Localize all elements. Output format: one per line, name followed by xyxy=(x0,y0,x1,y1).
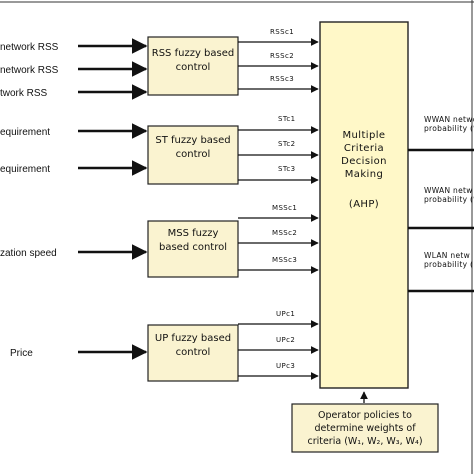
output-wwan-1-line1: WWAN network xyxy=(424,115,474,124)
signal-upc1: UPc1 xyxy=(276,310,295,318)
input-up: Price xyxy=(10,348,33,359)
block-ahp xyxy=(319,21,409,389)
input-rss-3: twork RSS xyxy=(0,88,48,99)
operator-line1: Operator policies to xyxy=(318,410,412,421)
input-mss: zation speed xyxy=(0,248,57,259)
ahp-line3: Decision xyxy=(341,156,387,167)
signal-rssc3: RSSc3 xyxy=(270,75,294,83)
block-mss xyxy=(147,220,239,278)
block-operator xyxy=(291,403,439,453)
input-st-1: equirement xyxy=(0,127,50,138)
block-st xyxy=(147,125,239,185)
ahp-line4: Making xyxy=(345,169,383,180)
signal-mssc1: MSSc1 xyxy=(272,204,297,212)
ahp-label: (AHP) xyxy=(349,199,379,210)
signal-mssc2: MSSc2 xyxy=(272,229,297,237)
output-wwan-1-line2: probability (%) xyxy=(424,124,474,133)
signal-rssc2: RSSc2 xyxy=(270,52,294,60)
block-rss-line2: control xyxy=(176,62,211,73)
signal-rssc1: RSSc1 xyxy=(270,28,294,36)
block-rss-line1: RSS fuzzy based xyxy=(152,48,234,59)
signal-mssc3: MSSc3 xyxy=(272,256,297,264)
operator-line3: criteria (W₁, W₂, W₃, W₄) xyxy=(307,436,422,447)
block-up-line2: control xyxy=(176,347,211,358)
signal-upc3: UPc3 xyxy=(276,362,295,370)
operator-line2: determine weights of xyxy=(314,423,416,434)
input-rss-1: network RSS xyxy=(0,42,59,53)
block-st-line1: ST fuzzy based xyxy=(155,135,230,146)
block-up-line1: UP fuzzy based xyxy=(155,333,231,344)
signal-upc2: UPc2 xyxy=(276,336,295,344)
input-st-2: equirement xyxy=(0,164,50,175)
ahp-line1: Multiple xyxy=(343,130,386,141)
block-st-line2: control xyxy=(176,149,211,160)
signal-stc2: STc2 xyxy=(278,140,295,148)
block-mss-line1: MSS fuzzy xyxy=(168,228,219,239)
signal-stc3: STc3 xyxy=(278,165,295,173)
input-rss-2: network RSS xyxy=(0,65,59,76)
ahp-line2: Criteria xyxy=(344,143,384,154)
block-mss-line2: based control xyxy=(159,242,227,253)
output-wlan-line2: probability ( xyxy=(424,260,473,269)
output-wwan-2-line2: probability (% xyxy=(424,195,474,204)
signal-stc1: STc1 xyxy=(278,115,295,123)
output-wwan-2-line1: WWAN netw xyxy=(424,186,473,195)
block-up xyxy=(147,324,239,382)
output-wlan-line1: WLAN netw xyxy=(424,251,470,260)
